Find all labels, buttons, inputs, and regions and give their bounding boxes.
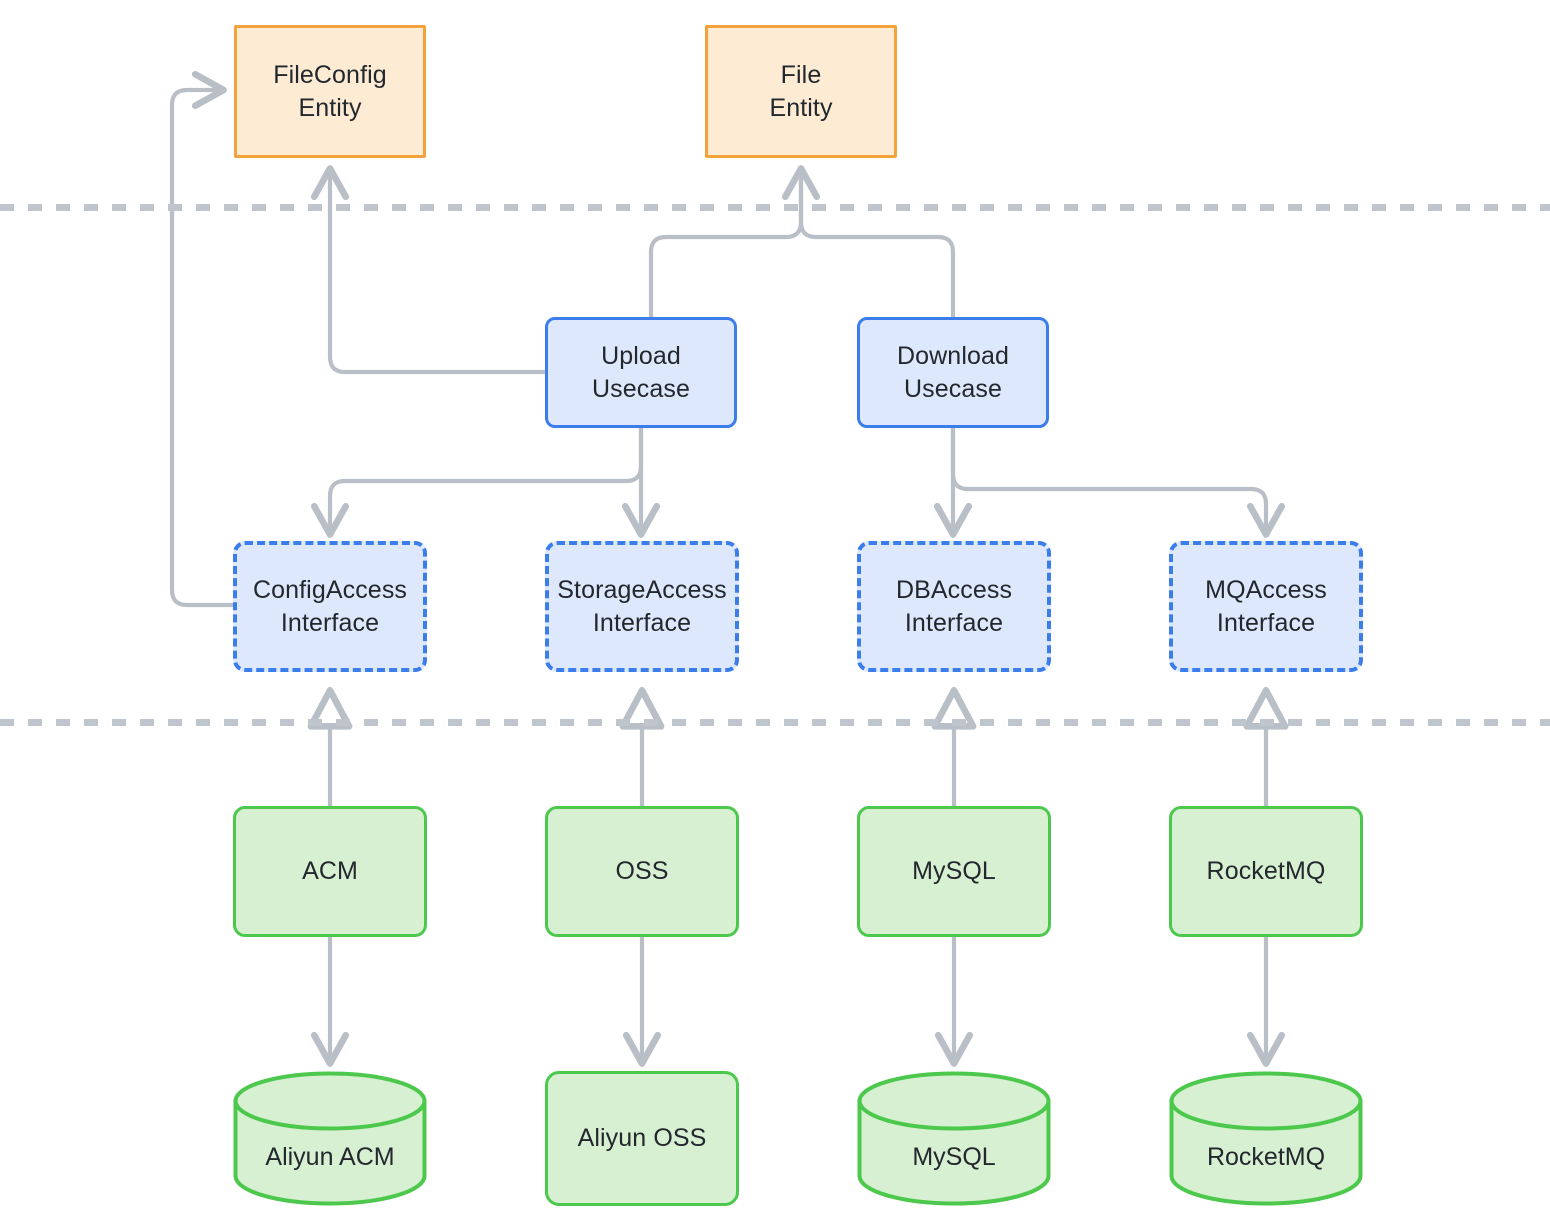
node-download-usecase[interactable]: Download Usecase [857,317,1049,428]
node-label: Aliyun ACM [265,1142,395,1171]
node-mysql-store[interactable]: MySQL [857,1071,1051,1206]
node-storage-access-interface[interactable]: StorageAccess Interface [545,541,739,672]
node-oss-adapter[interactable]: OSS [545,806,739,937]
node-label: RocketMQ [1206,1142,1326,1171]
node-acm-adapter[interactable]: ACM [233,806,427,937]
edge-upload-to-fileconfig-entity [330,170,545,375]
node-mysql-adapter[interactable]: MySQL [857,806,1051,937]
cylinder-shape [1169,1071,1363,1206]
node-aliyun-oss-store[interactable]: Aliyun OSS [545,1071,739,1206]
node-file-entity[interactable]: File Entity [705,25,897,158]
cylinder-shape [857,1071,1051,1206]
node-db-access-interface[interactable]: DBAccess Interface [857,541,1051,672]
divider-entity-usecase [0,204,1550,211]
divider-interface-adapter [0,719,1550,726]
edge-upload-to-file-entity [648,170,801,317]
node-mq-access-interface[interactable]: MQAccess Interface [1169,541,1363,672]
node-config-access-interface[interactable]: ConfigAccess Interface [233,541,427,672]
edge-upload-to-configaccess [330,428,644,533]
node-rocketmq-store[interactable]: RocketMQ [1169,1071,1363,1206]
edge-download-to-mqaccess [950,428,1266,533]
edge-configaccess-to-fileconfig-entity [169,90,233,608]
node-aliyun-acm-store[interactable]: Aliyun ACM [233,1071,427,1206]
node-upload-usecase[interactable]: Upload Usecase [545,317,737,428]
cylinder-shape [233,1071,427,1206]
node-label: MySQL [912,1142,996,1171]
edge-download-to-file-entity [798,175,956,317]
node-file-config-entity[interactable]: FileConfig Entity [234,25,426,158]
node-rocketmq-adapter[interactable]: RocketMQ [1169,806,1363,937]
